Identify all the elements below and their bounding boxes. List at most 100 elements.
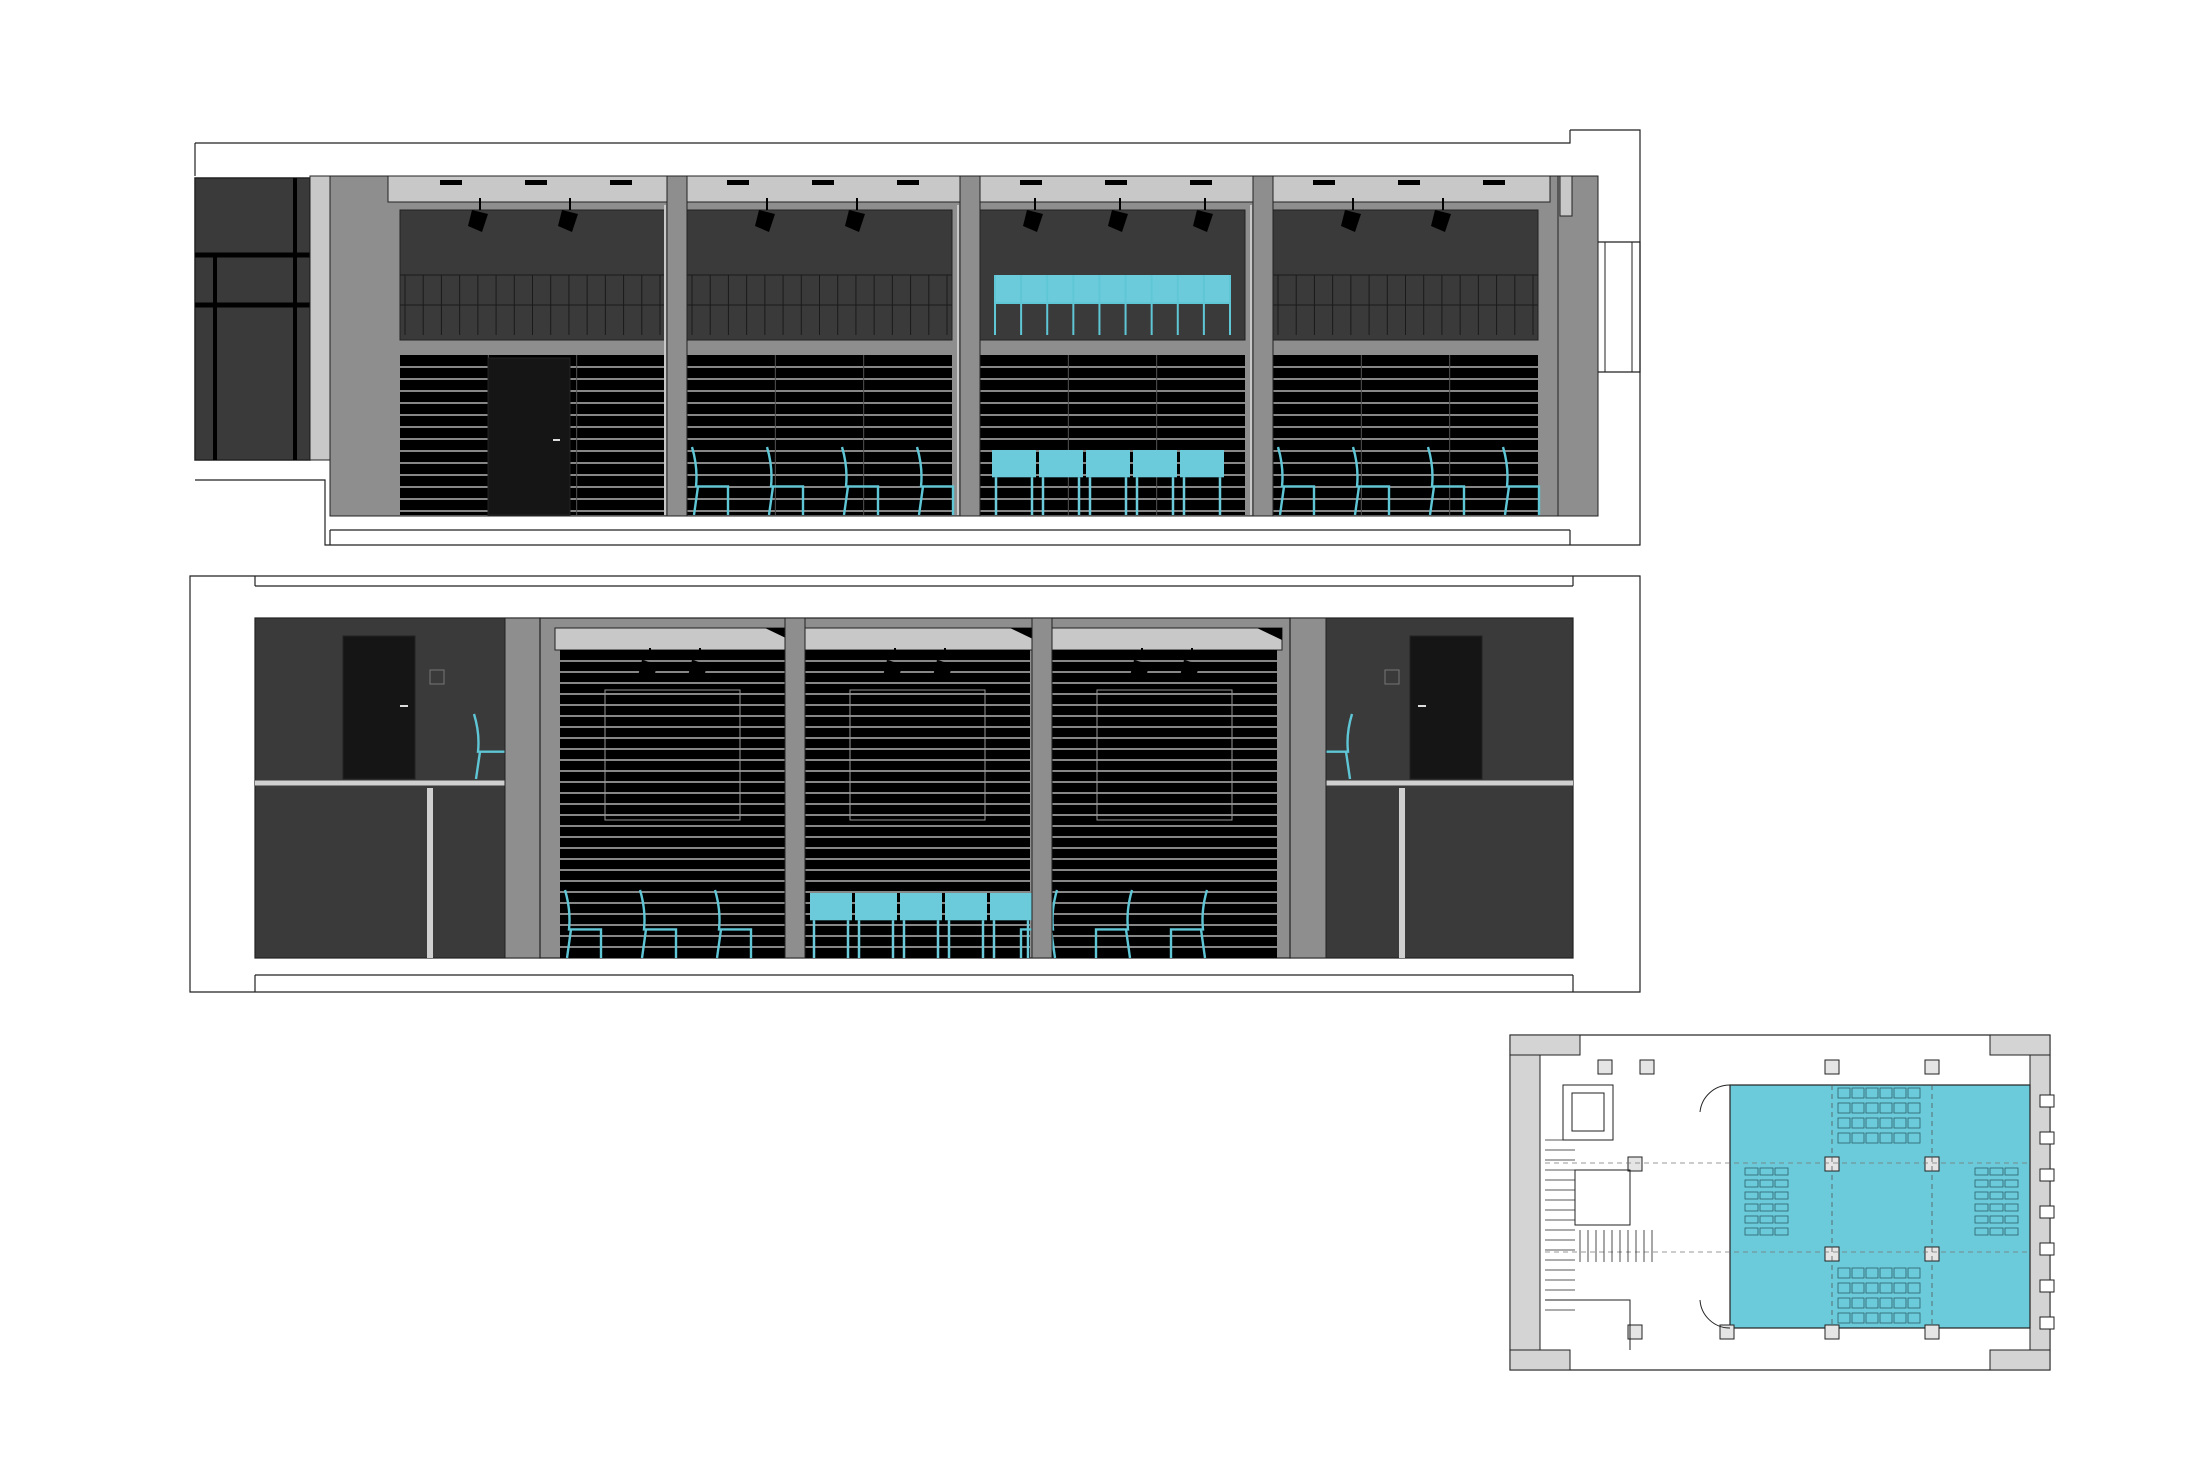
window-frame [1598,241,1641,373]
plan-bench-seat [1879,1087,1893,1099]
plan-bench-seat [1851,1312,1865,1324]
plan-window [2039,1131,2055,1145]
chair-icon [638,889,678,959]
plan-bench-seat [1774,1167,1789,1176]
projection-frame [849,689,986,821]
chair-icon [1351,446,1391,516]
plan-bench-seat [1907,1132,1921,1144]
spotlight-body [1341,210,1361,232]
light-rail [967,175,1258,203]
upper-bay-3 [967,175,1258,515]
chair-frame [915,446,955,515]
left-door [342,635,416,780]
plan-bench-seat [1759,1203,1774,1212]
plan-window [2039,1094,2055,1108]
chair-icon [1094,889,1134,959]
plan-column [1597,1059,1613,1075]
bench-icon [1133,450,1177,515]
plan-window [2039,1316,2055,1330]
plan-bench-seat [1759,1227,1774,1236]
plan-bench-seat [1837,1087,1851,1099]
light-switch [429,669,445,685]
plan-column [1719,1324,1735,1340]
rail-fixture [1020,180,1042,185]
spotlight-body [558,210,578,232]
plan-bench-seat [1837,1312,1851,1324]
upper-right-window [1557,175,1641,517]
plan-bench-seat [1907,1282,1921,1294]
plan-bench-seat [1974,1227,1989,1236]
bench-back [990,893,1032,921]
bench-icon [855,893,897,958]
chair-frame [1169,889,1209,958]
spotlight-body [468,210,488,232]
spotlight-icon [688,648,708,682]
rail-fixture [727,180,749,185]
plan-walls [1509,1034,2055,1371]
plan-bench-seat [1759,1191,1774,1200]
plan-bench-seat [1837,1267,1851,1279]
chair-frame [472,713,512,779]
plan-bench-seat [1893,1102,1907,1114]
upper-bay-4 [1260,175,1551,516]
rail-bracket [765,628,790,640]
plan-bench-seat [1879,1132,1893,1144]
rail-fixture [812,180,834,185]
plan-bench-seat [1974,1167,1989,1176]
spotlight-icon [1341,198,1361,232]
plan-bench-seat [2004,1179,2019,1188]
plan-bench-seat [1989,1167,2004,1176]
chair-frame [713,889,753,958]
spotlight-icon [883,648,903,682]
lower-bay-3 [1019,627,1283,959]
plan-bench-seat [1837,1297,1851,1309]
bench-back [1180,450,1224,478]
light-rail [674,175,965,203]
chair-frame [765,446,805,515]
stair-landing [1574,1169,1631,1226]
plan-bench-seat [1989,1227,2004,1236]
spotlight-icon [755,198,775,232]
chair-icon [1276,446,1316,516]
lower-pier [784,617,806,959]
bench-icon [1039,450,1083,515]
plan-bench-seat [1865,1102,1879,1114]
plan-bench-seat [1974,1203,1989,1212]
plan-bench-seat [2004,1203,2019,1212]
plan-bench-seat [1879,1297,1893,1309]
plan-bench-seat [2004,1191,2019,1200]
bench-back [1039,450,1083,478]
plan-bench-seat [1851,1102,1865,1114]
upper-bays [329,175,1571,517]
chair-leg [1503,486,1511,516]
chair-icon [915,446,955,516]
spotlight-icon [468,198,488,232]
bench-back [900,893,942,921]
plan-column [1824,1324,1840,1340]
upper-outline [195,129,1641,546]
spotlight-body [1431,210,1451,232]
chair-leg [692,486,700,516]
plan-bench-seat [1907,1267,1921,1279]
bench-back [810,893,852,921]
spotlight-body [845,210,865,232]
lift-shaft [1562,1084,1614,1141]
plan-column [1924,1324,1940,1340]
rail-fixture [1398,180,1420,185]
light-rail [799,627,1036,651]
chair-frame [1501,446,1541,515]
plan-bench-seat [1744,1227,1759,1236]
lower-bay-1 [554,627,791,959]
upper-elevation [194,129,1641,546]
chair-leg [767,486,775,516]
chair-frame [1094,889,1134,958]
plan-bench-seat [1893,1297,1907,1309]
plan-bench-seat [1974,1191,1989,1200]
spotlight-icon [845,198,865,232]
plan-bench-seat [1851,1267,1865,1279]
chair-leg [715,929,723,959]
plan-bench-seat [1759,1215,1774,1224]
rail-fixture [1105,180,1127,185]
spotlight-icon [638,648,658,682]
lower-elevation [189,575,1641,993]
